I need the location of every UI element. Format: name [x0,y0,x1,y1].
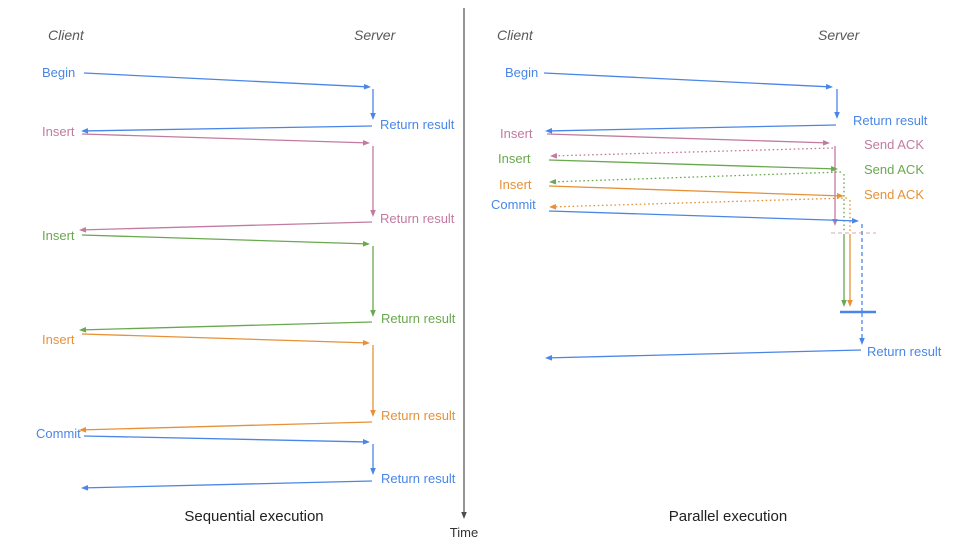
commit-request-line-arrowhead [851,217,859,224]
insert3-request-line [548,185,841,197]
insert2-ack-line [552,171,842,183]
insert2-exec-line-arrowhead [370,310,376,317]
send-ack-label: Send ACK [864,137,924,152]
insert-label: Insert [42,124,75,139]
client-header: Client [497,27,534,43]
begin-response-line [548,124,837,132]
insert3-request-line-arrowhead [362,339,370,346]
send-ack-label: Send ACK [864,187,924,202]
commit-response-line [548,349,862,359]
insert3-ack-line [552,197,848,208]
insert3-exec-line-arrowhead [370,410,376,417]
insert1-response-line-arrowhead [79,227,87,233]
begin-exec-line-arrowhead [834,112,840,119]
sequential-title: Sequential execution [184,508,323,525]
commit-response-line [84,480,373,489]
begin-request-line-arrowhead [825,83,833,90]
insert-label: Insert [500,126,533,141]
begin-request-line [83,72,368,88]
insert1-request-line-arrowhead [362,139,370,146]
parallel-title: Parallel execution [669,508,787,525]
insert2-request-line-arrowhead [362,240,370,247]
insert3-response-line-arrowhead [79,427,87,433]
insert2-request-line-arrowhead [830,165,838,172]
insert3-request-line-arrowhead [836,192,844,199]
insert1-ack-line [553,147,834,157]
return-result-label: Return result [853,113,928,128]
insert3-request-line [81,333,367,344]
time-axis-label: Time [450,525,478,540]
return-result-label: Return result [381,311,456,326]
insert3-ack-line-arrowhead [549,203,557,210]
insert1-request-line [81,133,367,144]
insert2-request-line [81,234,367,245]
server-header: Server [818,27,861,43]
client-header: Client [48,27,85,43]
insert1-ack-line-arrowhead [550,153,558,159]
commit-exec-line-arrowhead [370,468,376,475]
return-result-label: Return result [381,408,456,423]
commit-exec-line-arrowhead [859,338,865,345]
insert2-ack-line-arrowhead [549,178,557,185]
begin-label: Begin [505,65,538,80]
return-result-label: Return result [380,117,455,132]
insert3-response-line [82,421,373,431]
begin-request-line [543,72,830,88]
commit-request-line-arrowhead [362,439,370,445]
insert-label: Insert [498,151,531,166]
insert1-exec-line-arrowhead [370,210,376,217]
return-result-label: Return result [380,211,455,226]
begin-label: Begin [42,65,75,80]
insert-label: Insert [499,177,532,192]
commit-label: Commit [36,426,81,441]
send-ack-label: Send ACK [864,162,924,177]
insert-label: Insert [42,228,75,243]
begin-response-line-arrowhead [545,128,553,134]
commit-request-line [83,435,367,443]
insert2-exec-line-arrowhead [841,300,847,307]
insert2-response-line [82,321,373,331]
commit-request-line [548,210,856,222]
begin-response-line [84,125,373,132]
return-result-label: Return result [867,344,942,359]
insert3-exec-line-arrowhead [847,300,853,307]
insert1-response-line [82,221,373,231]
begin-response-line-arrowhead [81,128,89,134]
return-result-label: Return result [381,471,456,486]
insert1-request-line-arrowhead [822,139,830,146]
commit-response-line-arrowhead [81,485,89,491]
server-header: Server [354,27,397,43]
insert2-response-line-arrowhead [79,327,87,333]
commit-label: Commit [491,197,536,212]
time-axis-line-arrowhead [461,512,467,519]
begin-request-line-arrowhead [363,83,371,90]
begin-exec-line-arrowhead [370,113,376,120]
insert-label: Insert [42,332,75,347]
insert2-request-line [548,159,835,170]
insert1-request-line [546,133,827,144]
commit-response-line-arrowhead [545,355,553,361]
